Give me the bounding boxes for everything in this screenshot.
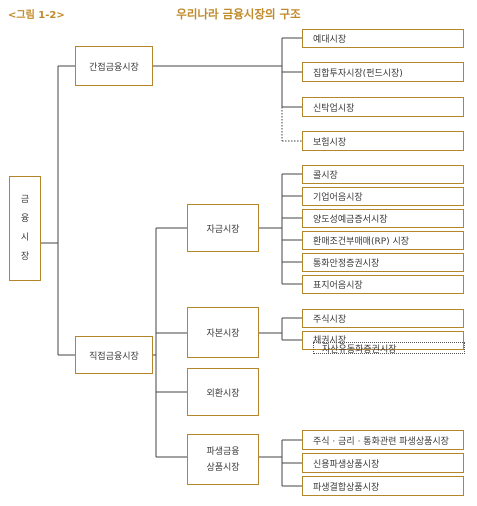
derivatives-market-node: 파생금융 상품시장 <box>187 434 259 485</box>
root-char: 시 <box>20 232 30 243</box>
leaf-node: 콜시장 <box>302 165 464 184</box>
root-char: 융 <box>20 213 30 224</box>
indirect-market-node: 간접금융시장 <box>75 46 153 86</box>
node-line: 파생금융 <box>206 446 240 457</box>
leaf-node: 보험시장 <box>302 131 464 151</box>
leaf-node: 채권시장 <box>302 331 464 350</box>
node-line: 상품시장 <box>206 462 240 473</box>
fx-market-node: 외환시장 <box>187 368 259 416</box>
direct-market-node: 직접금융시장 <box>75 336 153 374</box>
leaf-node: 환매조건부매매(RP) 시장 <box>302 231 464 250</box>
leaf-node: 양도성예금증서시장 <box>302 209 464 228</box>
figure-caption: <그림 1-2> <box>8 10 65 21</box>
diagram-title: 우리나라 금융시장의 구조 <box>176 7 301 21</box>
leaf-node: 주식시장 <box>302 309 464 328</box>
money-market-node: 자금시장 <box>187 204 259 252</box>
root-char: 장 <box>20 251 30 262</box>
sub-market-dotted-box <box>313 342 465 354</box>
root-char: 금 <box>20 194 30 205</box>
sub-market-label: 자산유동화증권시장 <box>322 345 397 355</box>
leaf-node: 주식 · 금리 · 통화관련 파생상품시장 <box>302 430 464 450</box>
leaf-node: 표지어음시장 <box>302 275 464 294</box>
root-financial-market: 금 융 시 장 <box>9 176 41 281</box>
capital-market-node: 자본시장 <box>187 307 259 358</box>
leaf-node: 예대시장 <box>302 29 464 48</box>
leaf-node: 신탁업시장 <box>302 97 464 117</box>
leaf-node: 집합투자시장(펀드시장) <box>302 62 464 82</box>
leaf-node: 파생결합상품시장 <box>302 476 464 496</box>
leaf-node: 통화안정증권시장 <box>302 253 464 272</box>
leaf-node: 기업어음시장 <box>302 187 464 206</box>
leaf-node: 신용파생상품시장 <box>302 453 464 473</box>
